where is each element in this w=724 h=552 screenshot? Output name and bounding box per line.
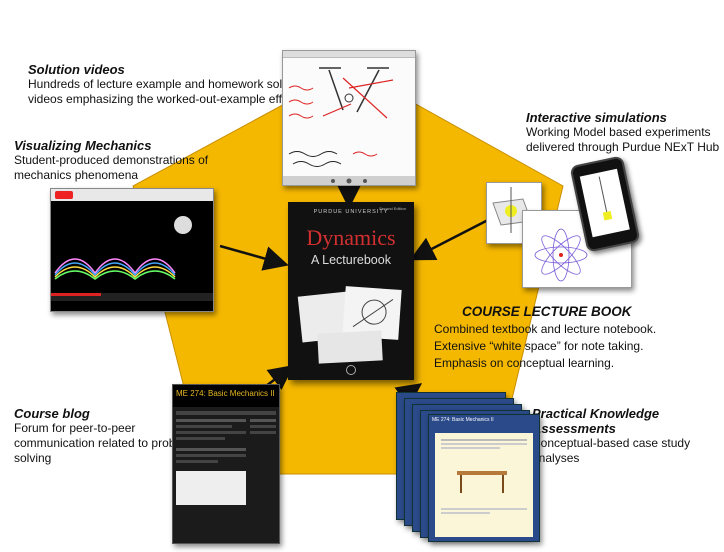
course-lecture-book-desc-1: Combined textbook and lecture notebook. bbox=[434, 322, 657, 336]
visualizing-mechanics-block: Visualizing Mechanics Student-produced d… bbox=[14, 138, 208, 183]
interactive-simulations-desc-1: Working Model based experiments bbox=[526, 125, 711, 139]
purdue-logo-icon bbox=[346, 365, 356, 375]
course-blog-desc-2: communication related to problem bbox=[14, 436, 195, 450]
assessment-front-page: ME 274: Basic Mechanics II bbox=[428, 414, 540, 542]
arrow-visualizing bbox=[219, 244, 289, 271]
youtube-video-screenshot bbox=[50, 188, 214, 312]
assessment-sheet bbox=[435, 433, 533, 537]
course-blog-block: Course blog Forum for peer-to-peer commu… bbox=[14, 406, 195, 466]
book-title: Dynamics bbox=[306, 225, 396, 250]
blog-sidebar bbox=[250, 419, 276, 505]
blog-posts bbox=[176, 419, 246, 505]
practical-knowledge-title: Practical Knowledge Assessments bbox=[532, 406, 660, 436]
solution-videos-block: Solution videos Hundreds of lecture exam… bbox=[28, 62, 308, 107]
phone-simulation bbox=[569, 155, 641, 253]
disk-drawing-icon bbox=[352, 299, 394, 328]
visualizing-mechanics-title: Visualizing Mechanics bbox=[14, 138, 152, 153]
video-window-titlebar bbox=[283, 51, 415, 58]
assessment-stack: ME 274: Basic Mechanics II bbox=[396, 392, 546, 542]
phone-screen bbox=[579, 168, 630, 238]
interactive-simulations-title: Interactive simulations bbox=[526, 110, 667, 125]
solution-videos-desc-1: Hundreds of lecture example and homework… bbox=[28, 77, 309, 91]
practical-knowledge-desc-2: analyses bbox=[532, 451, 580, 465]
book-cover-photo-3 bbox=[317, 330, 383, 364]
interactive-simulations-block: Interactive simulations Working Model ba… bbox=[526, 110, 719, 155]
course-lecture-book-title: COURSE LECTURE BOOK bbox=[462, 304, 632, 319]
course-lecture-book-desc-3: Emphasis on conceptual learning. bbox=[434, 356, 615, 370]
handwritten-solution-icon bbox=[283, 67, 415, 185]
orbit-sim-icon bbox=[534, 228, 588, 282]
interactive-simulations-desc-2: delivered through Purdue NExT Hub bbox=[526, 140, 720, 154]
course-lecture-book-desc-2: Extensive “white space” for note taking. bbox=[434, 339, 644, 353]
youtube-header bbox=[51, 189, 213, 201]
blog-post-image bbox=[176, 471, 246, 505]
course-blog-screenshot: ME 274: Basic Mechanics II bbox=[172, 384, 280, 544]
solution-videos-title: Solution videos bbox=[28, 62, 125, 77]
motion-trails-icon bbox=[51, 216, 213, 301]
arrow-simulations bbox=[409, 218, 489, 261]
blog-nav-bar bbox=[176, 411, 276, 415]
solution-video-screenshot bbox=[282, 50, 416, 186]
book-edition: Second Edition bbox=[379, 206, 406, 211]
course-blog-desc-3: solving bbox=[14, 451, 52, 465]
book-subtitle: A Lecturebook bbox=[311, 253, 391, 267]
visualizing-mechanics-desc-2: mechanics phenomena bbox=[14, 168, 139, 182]
practical-knowledge-block: Practical Knowledge Assessments Conceptu… bbox=[532, 406, 724, 466]
phone-pendulum-icon bbox=[598, 176, 613, 221]
solution-videos-desc-2: videos emphasizing the worked-out-exampl… bbox=[28, 92, 298, 106]
practical-knowledge-desc-1: Conceptual-based case study bbox=[532, 436, 691, 450]
course-blog-title: Course blog bbox=[14, 406, 90, 421]
assessment-header: ME 274: Basic Mechanics II bbox=[432, 417, 494, 423]
book-publisher: PURDUE UNIVERSITY bbox=[313, 209, 389, 215]
course-lecture-book-block: COURSE LECTURE BOOK Combined textbook an… bbox=[434, 304, 656, 372]
book-cover-photo-2 bbox=[342, 286, 402, 340]
visualizing-mechanics-desc-1: Student-produced demonstrations of bbox=[14, 153, 209, 167]
table-drawing-icon bbox=[457, 471, 507, 493]
pendulum-sim-icon bbox=[492, 187, 532, 233]
blog-body bbox=[176, 419, 276, 505]
blog-header: ME 274: Basic Mechanics II bbox=[173, 385, 279, 407]
course-blog-desc-1: Forum for peer-to-peer bbox=[14, 421, 136, 435]
youtube-logo-icon bbox=[55, 191, 73, 199]
lecture-book-cover: PURDUE UNIVERSITY Second Edition Dynamic… bbox=[288, 202, 414, 380]
